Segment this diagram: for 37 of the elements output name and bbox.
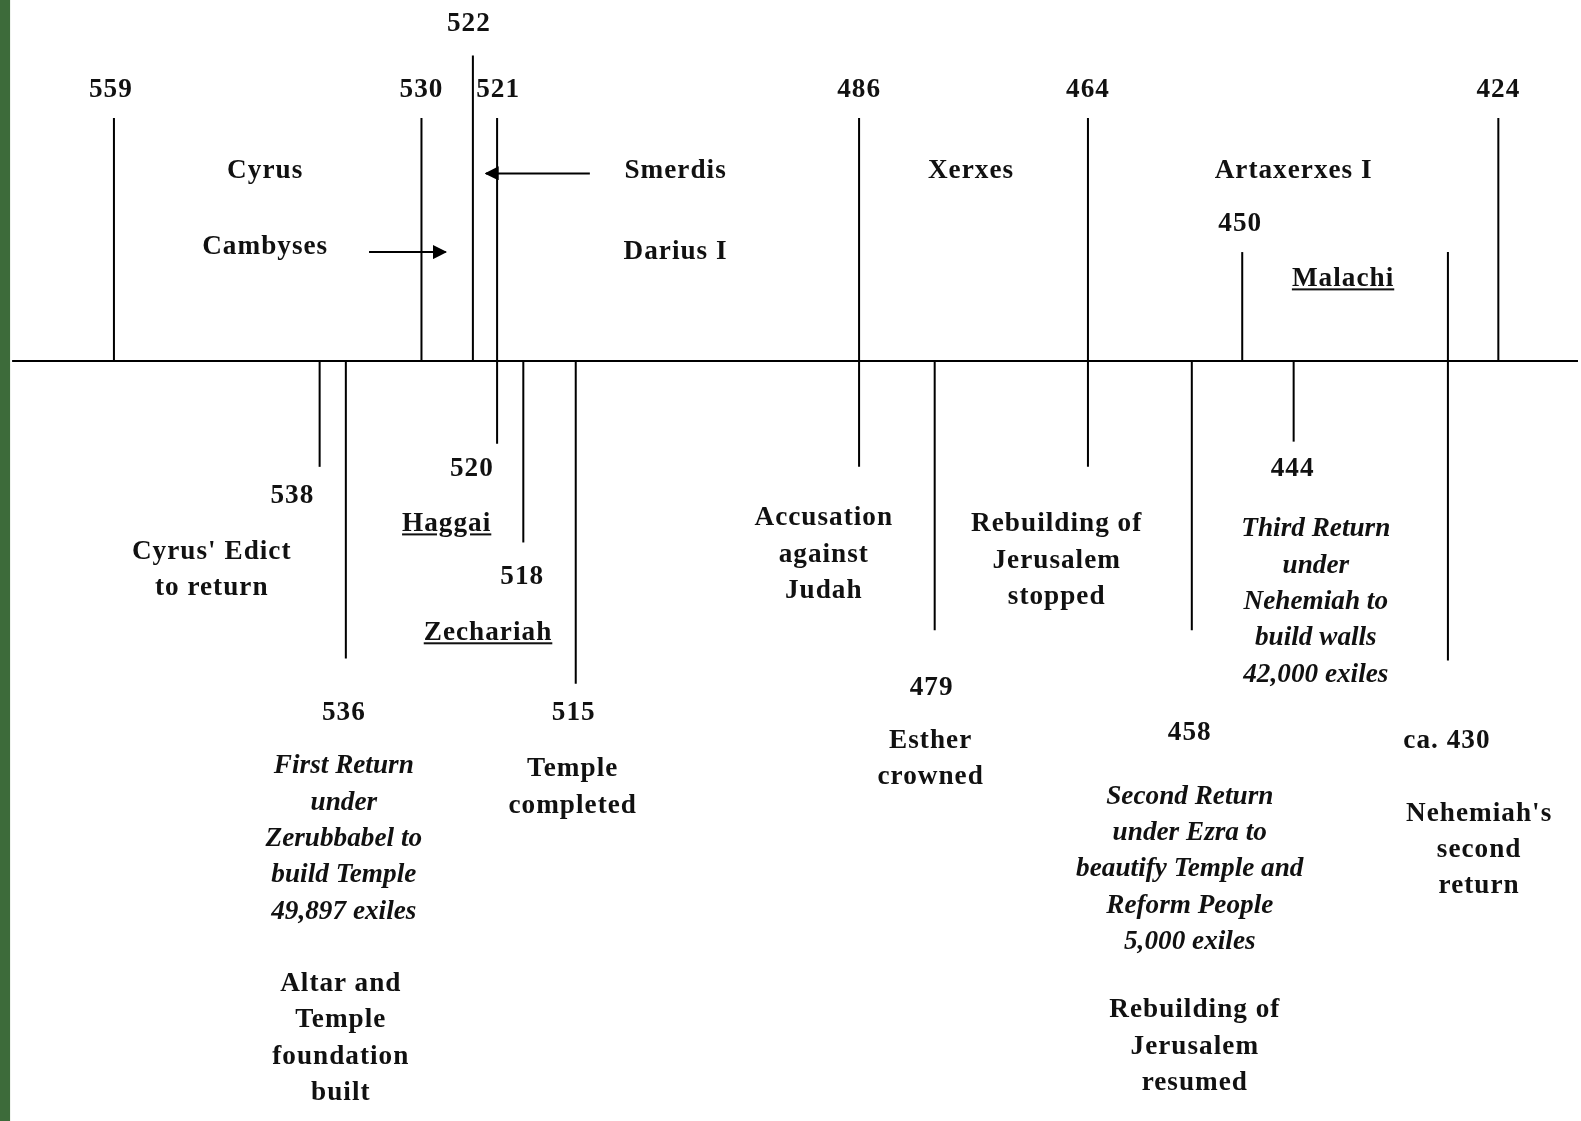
event-text: Temple completed: [508, 751, 637, 821]
event-text: Rebuilding of Jerusalem resumed: [1109, 992, 1281, 1098]
year-label: 486: [837, 71, 881, 105]
ruler-name: Cambyses: [202, 228, 329, 263]
year-label: 424: [1476, 71, 1521, 105]
event-text: Second Return under Ezra to beautify Temple and Reform People 5,000 exiles: [1076, 778, 1304, 957]
year-label: 515: [551, 694, 596, 728]
event-text: Rebuilding of Jerusalem stopped: [971, 506, 1143, 612]
ruler-name: Cyrus: [227, 153, 304, 187]
event-text: Nehemiah's second return: [1406, 795, 1553, 902]
year-label: 479: [909, 669, 954, 703]
year-label: 450: [1218, 205, 1263, 239]
year-label: 559: [89, 71, 133, 105]
ruler-name: Xerxes: [927, 153, 1015, 187]
ruler-name: Darius I: [623, 233, 728, 268]
event-text: Accusation against Judah: [754, 500, 894, 606]
prophet-name: Haggai: [402, 506, 492, 540]
year-label: 530: [399, 71, 444, 105]
event-text: Altar and Temple foundation built: [272, 965, 410, 1109]
year-label: 464: [1066, 71, 1110, 105]
event-text: Cyrus' Edict to return: [131, 533, 292, 603]
year-label: 522: [446, 6, 491, 40]
event-text: Third Return under Nehemiah to build walls 42,000 exiles: [1241, 511, 1391, 690]
year-label: 520: [449, 450, 494, 484]
year-label: ca. 430: [1403, 722, 1491, 757]
ruler-name: Artaxerxes I: [1214, 153, 1373, 187]
year-label: 538: [270, 477, 315, 512]
ruler-name: Smerdis: [624, 153, 727, 187]
event-text: First Return under Zerubbabel to build Temple 49,897 exiles: [265, 748, 423, 927]
year-label: 521: [476, 71, 521, 105]
year-label: 518: [500, 558, 545, 592]
event-text: Esther crowned: [877, 722, 984, 793]
prophet-name: Zechariah: [423, 615, 553, 649]
year-label: 536: [321, 694, 366, 728]
prophet-name: Malachi: [1291, 261, 1395, 295]
year-label: 458: [1167, 714, 1212, 749]
year-label: 444: [1270, 450, 1315, 484]
